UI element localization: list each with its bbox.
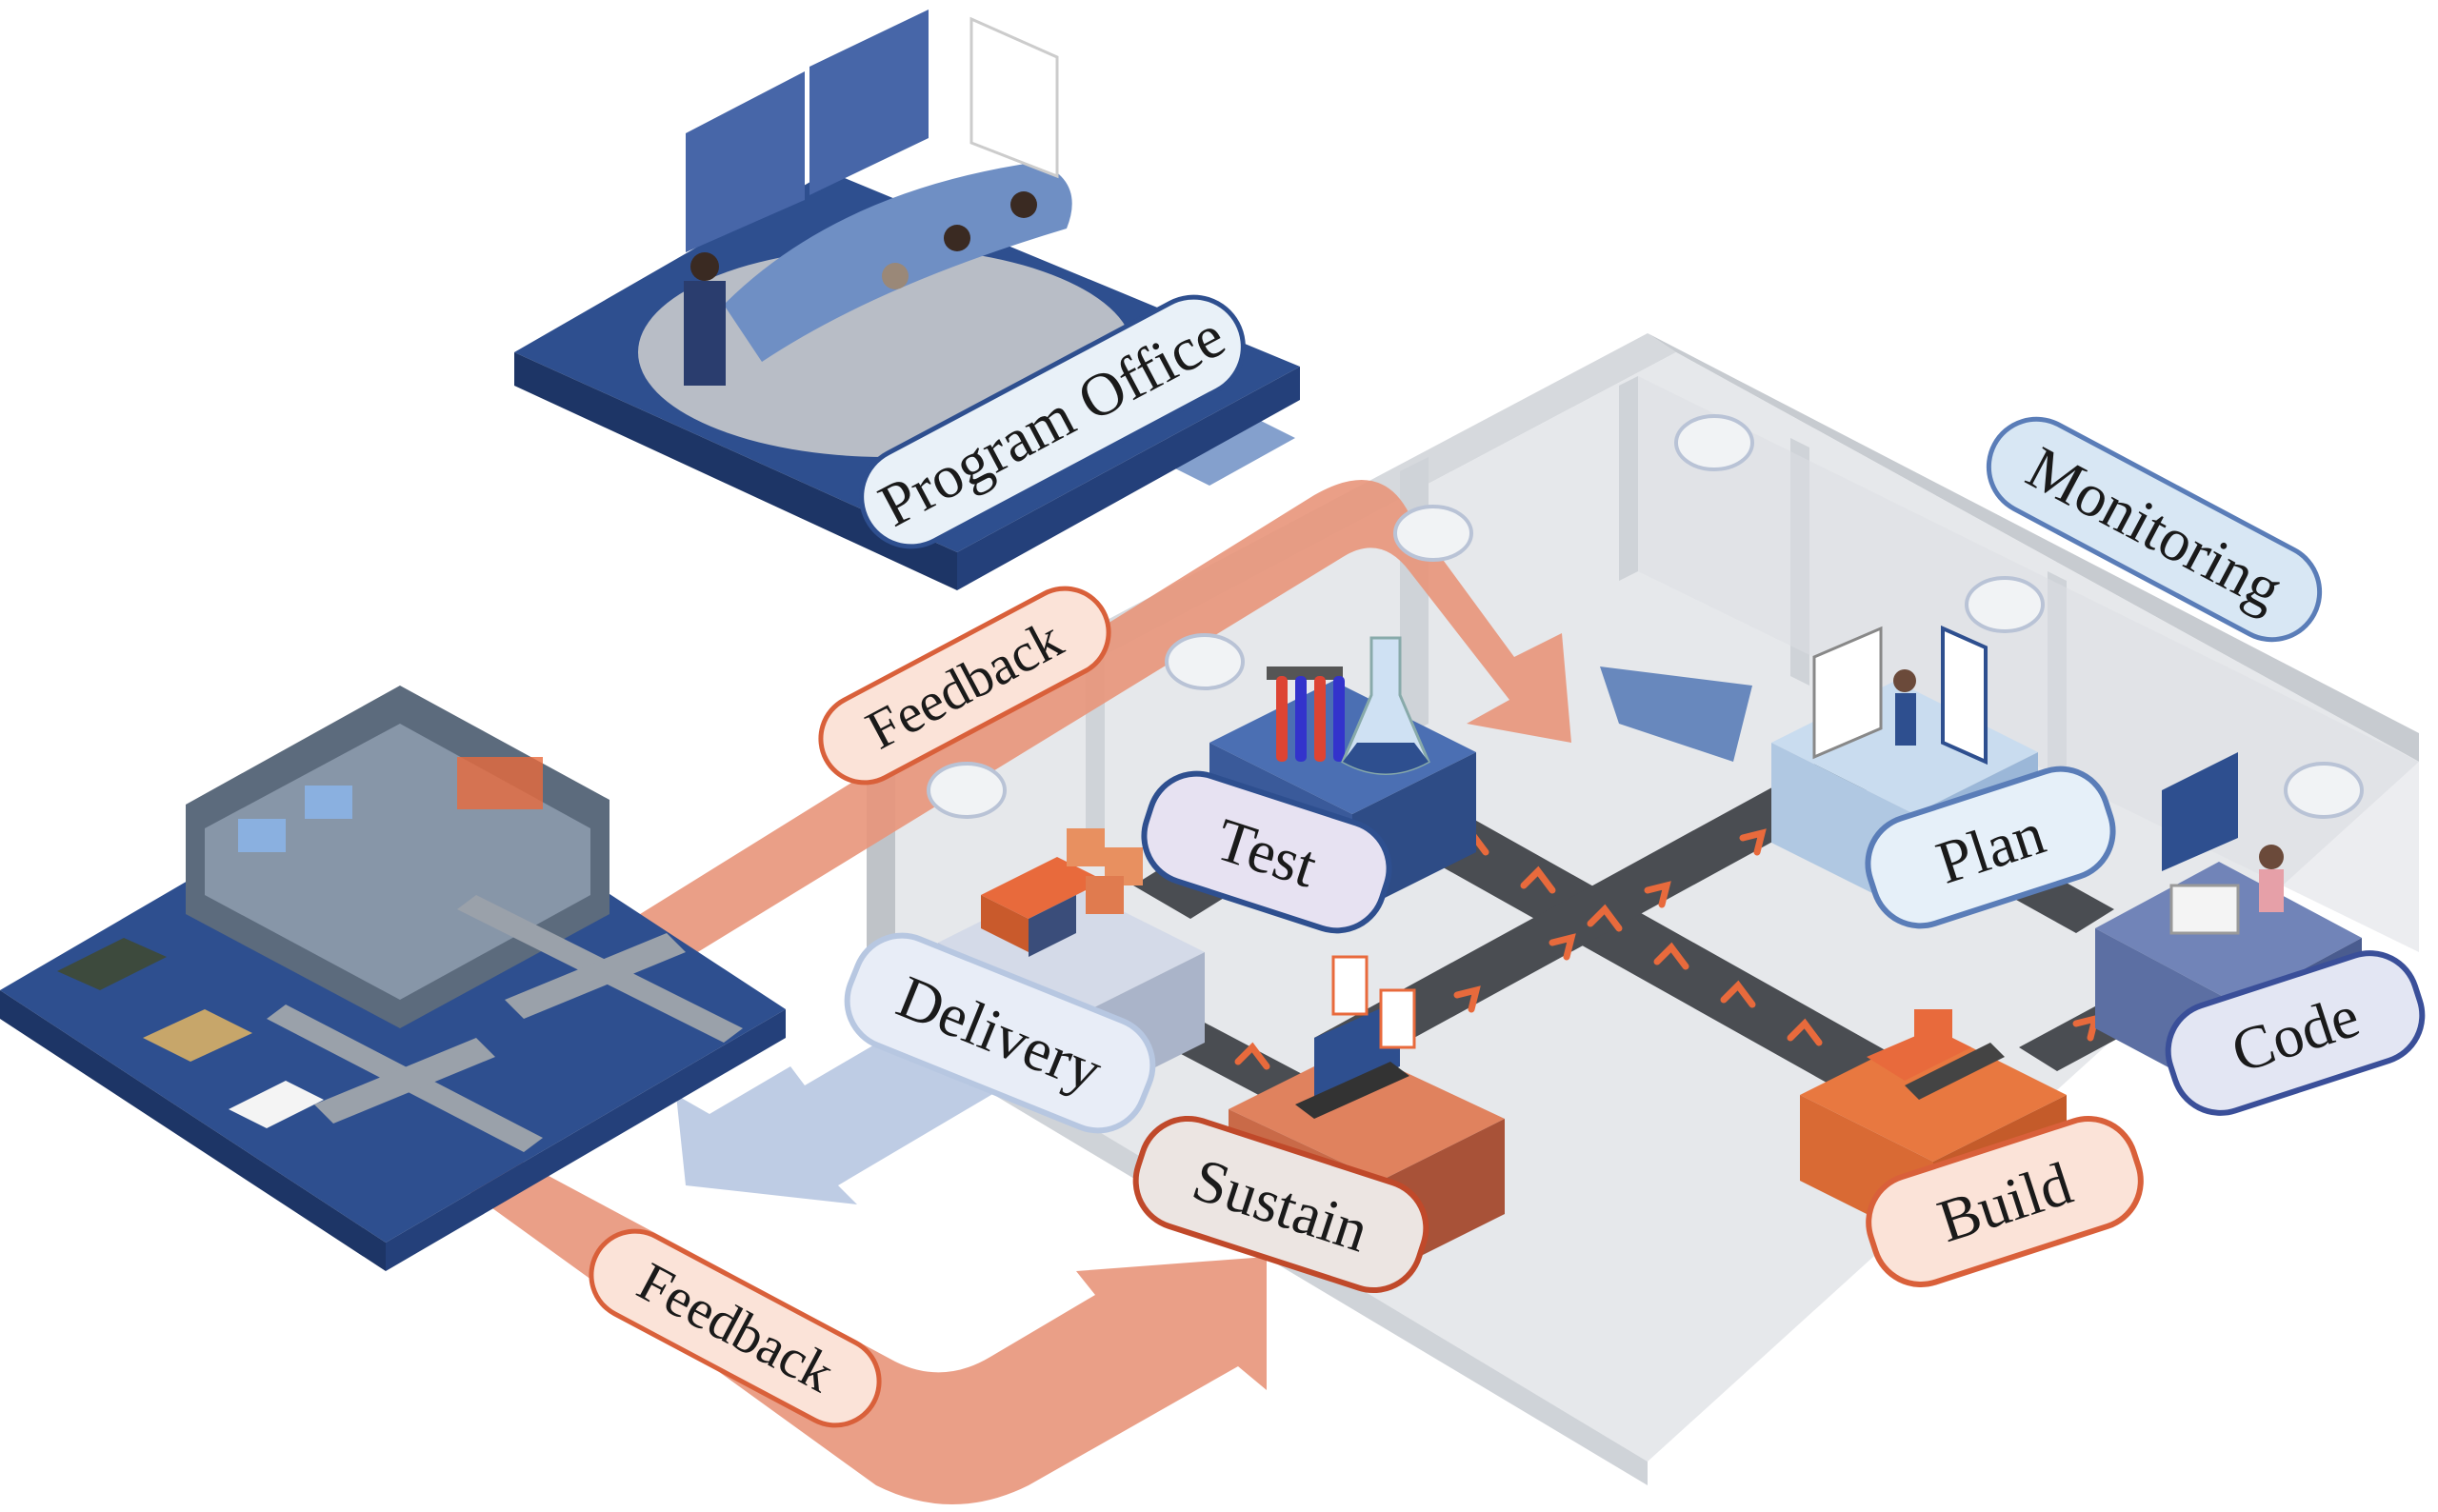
feedback-bottom-label: Feedback <box>589 1228 882 1428</box>
tank-icon <box>57 938 324 1128</box>
test-tubes-icon <box>1267 666 1345 762</box>
test-label: Test <box>1141 770 1392 934</box>
feedback-arrow-top <box>610 480 1752 971</box>
conveyor-belt-icon <box>1114 762 2181 1109</box>
planning-board-icon <box>1812 625 1988 766</box>
program-office-link <box>1171 419 1295 486</box>
conference-room-icon <box>684 10 1072 386</box>
truck-icon <box>981 828 1143 957</box>
program-office <box>514 10 1300 590</box>
code-label: Code <box>2165 950 2426 1116</box>
operations-base <box>0 686 786 1271</box>
laptop-icon <box>1295 955 1416 1119</box>
developer-workstation-icon <box>2162 752 2284 935</box>
aircraft-icon <box>267 895 743 1152</box>
plan-label: Plan <box>1865 766 2116 929</box>
bulldozer-icon <box>1867 1009 2005 1100</box>
flask-icon <box>1341 636 1430 775</box>
operations-center-icon <box>186 686 610 1028</box>
security-camera-icon <box>927 414 2364 819</box>
build-label: Build <box>1866 1116 2144 1287</box>
